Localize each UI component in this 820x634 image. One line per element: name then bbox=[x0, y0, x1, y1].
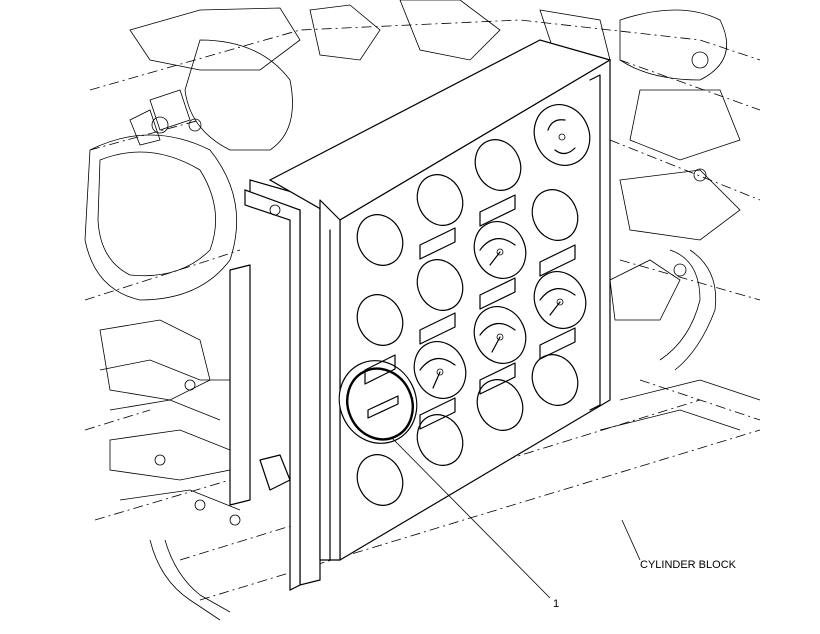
callout-number-1: 1 bbox=[553, 598, 560, 610]
panel-mounting-bracket bbox=[229, 179, 321, 591]
cylinder-block-label: CYLINDER BLOCK bbox=[640, 559, 736, 571]
left-engine-components bbox=[84, 39, 293, 621]
gauge-dial bbox=[473, 306, 527, 364]
instrument-panel-housing bbox=[268, 39, 612, 561]
gauge-dial bbox=[413, 341, 467, 399]
analog-gauges bbox=[413, 104, 591, 399]
service-meter bbox=[338, 360, 418, 444]
tachometer-gauge bbox=[533, 104, 591, 166]
callout-leaders bbox=[391, 437, 641, 599]
indicator-plates bbox=[364, 194, 576, 430]
gauge-dial bbox=[473, 221, 527, 279]
engine-background bbox=[84, 0, 761, 601]
gauge-dial bbox=[533, 271, 587, 329]
